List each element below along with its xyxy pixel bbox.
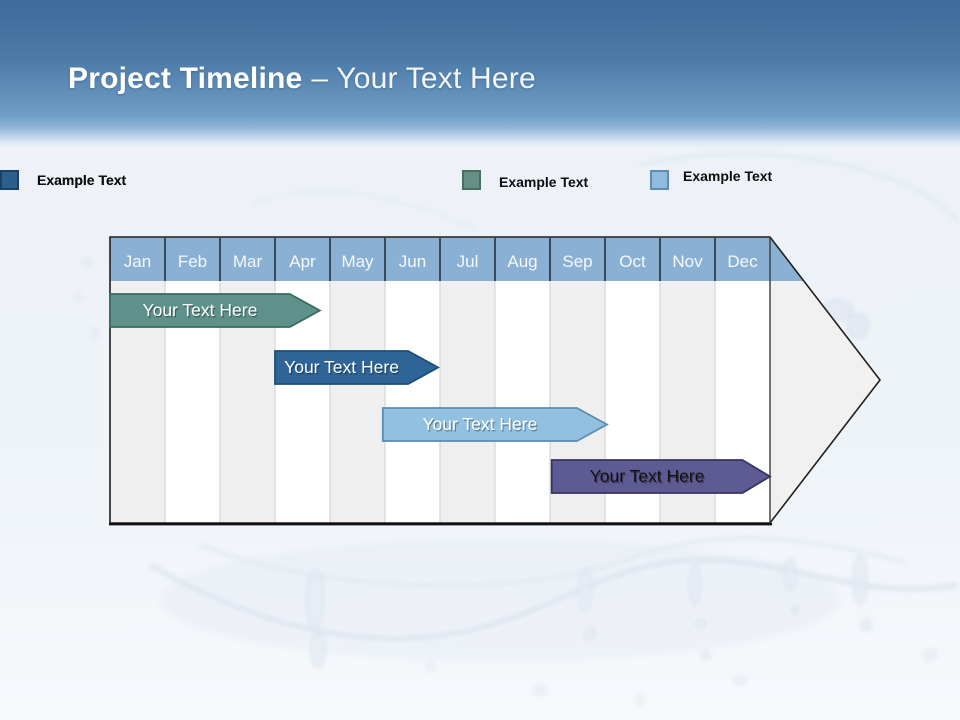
month-label: Jan [124, 252, 151, 271]
timeline-bar [381, 407, 609, 442]
timeline-bar-label-shadow: Your Text Here [424, 415, 539, 435]
title-band [0, 0, 960, 148]
timeline-bar-label: Your Text Here [284, 669, 399, 689]
title-subtitle: – Your Text Here [311, 62, 536, 95]
month-label: Nov [672, 252, 703, 271]
legend-label: Example Text [499, 174, 589, 190]
legend-swatch-teal [462, 170, 481, 190]
timeline-reflection: JanFebMarAprMayJunJulAugSepOctNovDecYour… [109, 520, 882, 720]
slide-title: Project Timeline– Your Text Here [68, 62, 536, 96]
timeline-bar-label: Your Text Here [284, 357, 399, 377]
timeline-bar-label-shadow: Your Text Here [424, 611, 539, 631]
water-splash-art [74, 152, 960, 705]
month-label: May [341, 252, 374, 271]
month-column-stripe [495, 281, 550, 523]
legend-swatch-lightblue [650, 170, 669, 190]
month-column-stripe [385, 281, 440, 523]
timeline-bar [550, 459, 772, 494]
month-column-stripe [330, 523, 385, 720]
timeline-bar-label-shadow: Your Text Here [591, 559, 706, 579]
month-column-stripe [275, 523, 330, 720]
month-label: Mar [233, 252, 263, 271]
month-column-stripe [440, 281, 495, 523]
month-column-stripe [220, 523, 275, 720]
legend-item: Example Text [462, 170, 588, 190]
timeline-bar [381, 604, 609, 639]
month-label: Aug [507, 252, 537, 271]
timeline-arrow-outline [109, 522, 882, 720]
timeline-bar [274, 661, 440, 696]
month-column-stripe [110, 523, 165, 720]
timeline-bar-label: Your Text Here [590, 560, 705, 580]
timeline-bar [274, 350, 440, 385]
month-label: Feb [178, 252, 207, 271]
timeline-chart: Jan Feb Mar Apr May Jun Jul Aug Sep Oct Nov DecYour… [109, 236, 882, 526]
timeline-bar-label-shadow: Your Text Here [285, 358, 400, 378]
timeline-bar-label: Your Text Here [422, 612, 537, 632]
timeline-arrow-outline [109, 236, 882, 524]
legend-label: Example Text [37, 172, 127, 188]
timeline-arrow-shape [110, 523, 880, 720]
legend-swatch-darkblue [0, 170, 19, 190]
month-column-stripe [550, 523, 605, 720]
timeline-bar-label-shadow: Your Text Here [285, 668, 400, 688]
timeline-header-band [110, 237, 804, 281]
legend-label: Example Text [683, 168, 773, 184]
month-column-stripe [330, 281, 385, 523]
month-column-stripe [440, 523, 495, 720]
month-label: Dec [727, 252, 758, 271]
month-column-stripe [660, 523, 715, 720]
timeline-bar-label: Your Text Here [143, 300, 258, 320]
legend-item: Example Text [650, 168, 772, 190]
month-label: Apr [289, 252, 316, 271]
month-column-stripe [495, 523, 550, 720]
timeline-bar [109, 293, 322, 328]
timeline-bar-label-shadow: Your Text Here [144, 301, 259, 321]
legend-label: Example Text [37, 172, 127, 188]
month-column-stripe [715, 523, 770, 720]
timeline-bar-label: Your Text Here [590, 466, 705, 486]
month-column-stripe [165, 523, 220, 720]
month-column-stripe [605, 523, 660, 720]
month-column-stripe [385, 523, 440, 720]
legend-item: Example Text [0, 170, 126, 190]
timeline-bar [550, 552, 772, 587]
month-label: Sep [562, 252, 592, 271]
month-label: Jul [457, 252, 479, 271]
month-label: Jun [399, 252, 426, 271]
timeline-bar-label-shadow: Your Text Here [591, 467, 706, 487]
title-main: Project Timeline [68, 62, 303, 95]
timeline-bar-label: Your Text Here [422, 414, 537, 434]
month-label: Oct [619, 252, 646, 271]
